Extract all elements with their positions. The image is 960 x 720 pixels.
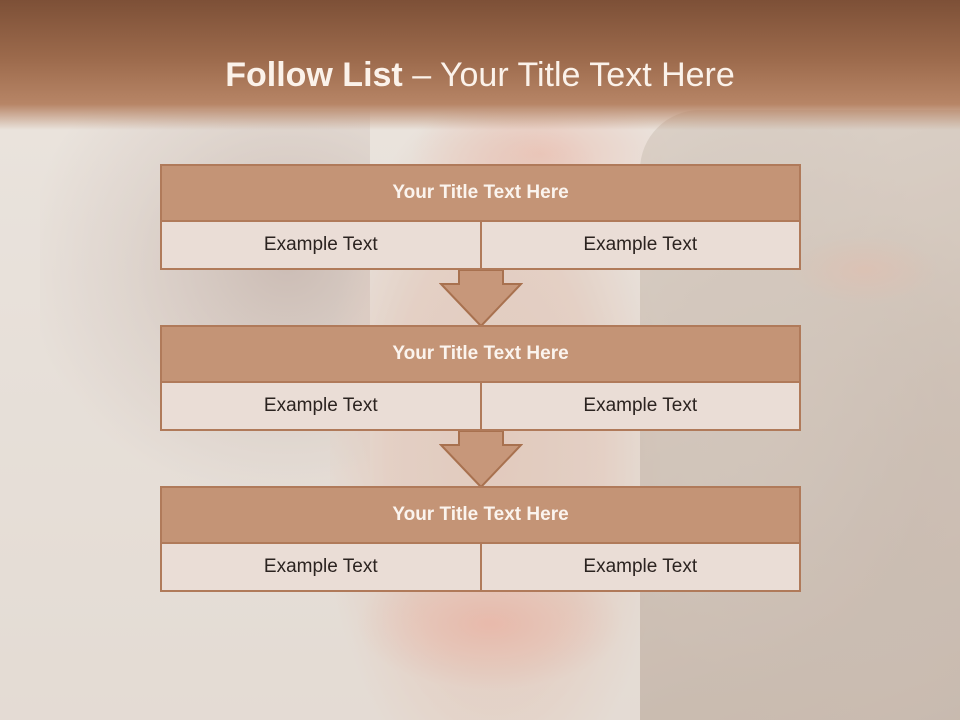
- step-2-left-cell: Example Text: [162, 383, 480, 429]
- slide-title: Follow List – Your Title Text Here: [0, 56, 960, 95]
- step-3-row: Example Text Example Text: [162, 544, 799, 590]
- slide-title-rest: – Your Title Text Here: [402, 56, 735, 94]
- step-box-3: Your Title Text Here Example Text Exampl…: [160, 486, 801, 592]
- down-arrow-icon: [439, 431, 523, 489]
- down-arrow-icon: [439, 270, 523, 328]
- title-band: [0, 0, 960, 130]
- step-1-right-cell: Example Text: [479, 222, 799, 268]
- slide-title-bold: Follow List: [225, 56, 403, 94]
- step-2-row: Example Text Example Text: [162, 383, 799, 429]
- step-1-heading: Your Title Text Here: [162, 166, 799, 222]
- step-1-left-cell: Example Text: [162, 222, 480, 268]
- step-3-right-cell: Example Text: [479, 544, 799, 590]
- step-box-2: Your Title Text Here Example Text Exampl…: [160, 325, 801, 431]
- swimsuit-bottom-shape: [355, 580, 625, 690]
- step-2-heading: Your Title Text Here: [162, 327, 799, 383]
- step-3-left-cell: Example Text: [162, 544, 480, 590]
- step-3-heading: Your Title Text Here: [162, 488, 799, 544]
- step-2-right-cell: Example Text: [479, 383, 799, 429]
- arm-shape: [790, 235, 940, 305]
- step-box-1: Your Title Text Here Example Text Exampl…: [160, 164, 801, 270]
- step-1-row: Example Text Example Text: [162, 222, 799, 268]
